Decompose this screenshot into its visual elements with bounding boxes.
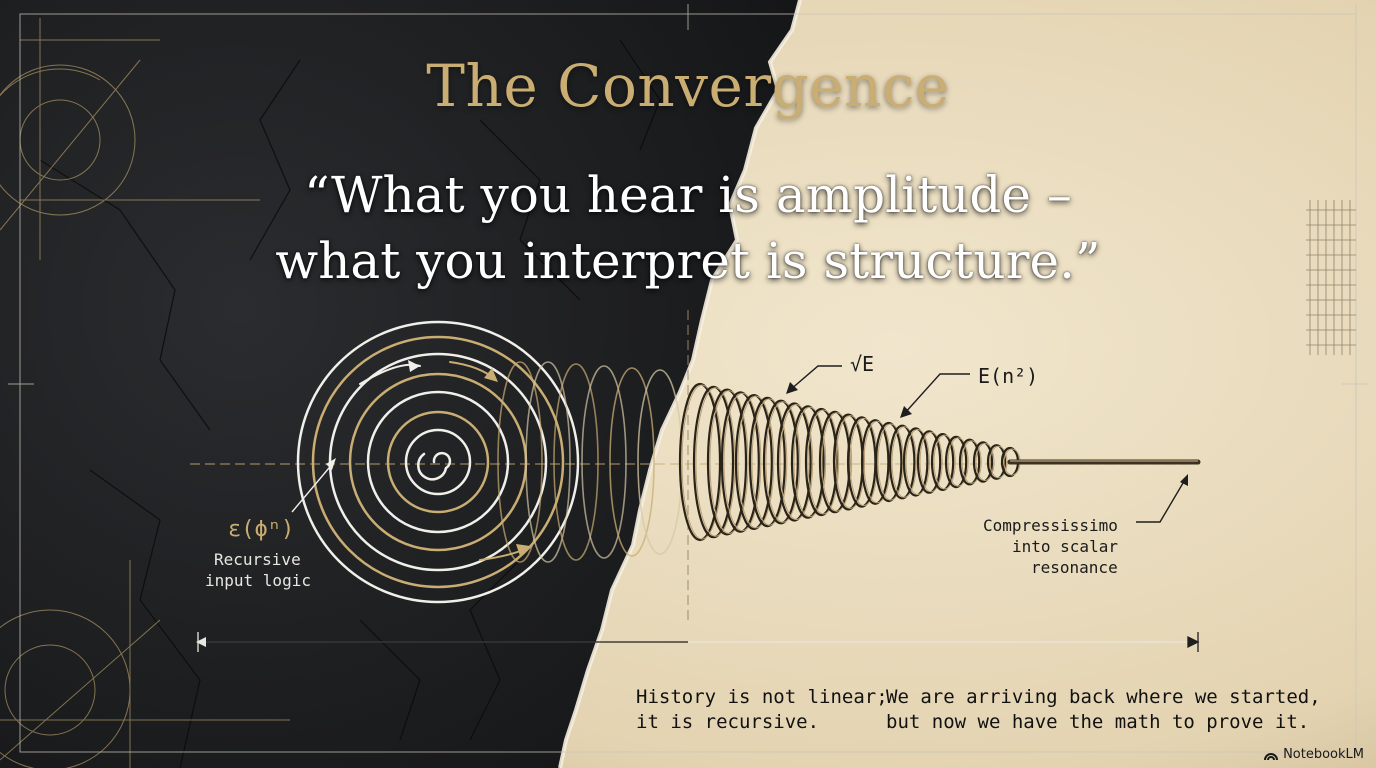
coil-ring-highlight	[975, 442, 995, 482]
coil-ring-highlight	[709, 390, 749, 534]
quote-line-2: what you interpret is structure.”	[275, 232, 1101, 290]
coil-ring-highlight	[989, 445, 1008, 479]
label-recursive-1: Recursive	[214, 550, 301, 569]
coil-ring-highlight	[933, 434, 956, 490]
torn-paper-edge	[558, 0, 802, 768]
coil-ring	[678, 382, 722, 542]
coil-ring	[706, 388, 748, 536]
slate-cracks	[39, 39, 661, 768]
coil-ring	[692, 385, 735, 539]
coil-ring-highlight	[835, 415, 866, 509]
coil-ring	[860, 419, 890, 505]
label-compress-1: Compressissimo	[983, 516, 1118, 535]
coil-ring-highlight	[765, 401, 801, 523]
coil-ring-highlight	[737, 395, 775, 529]
notebooklm-label: NotebookLM	[1283, 747, 1364, 762]
coil-ring-highlight	[905, 429, 930, 495]
coil-ring-highlight	[779, 404, 814, 520]
coil-ring	[916, 430, 942, 494]
coil-ring	[888, 424, 916, 500]
coil-ring	[804, 407, 838, 517]
coil-ring	[748, 396, 786, 528]
coil-ring-highlight	[751, 398, 788, 526]
coil-ring	[874, 421, 903, 503]
coil-ring	[762, 399, 799, 525]
coil-ring-highlight	[891, 426, 917, 498]
coil-ring-highlight	[849, 417, 878, 507]
coil-ring	[986, 444, 1007, 480]
coil-ring	[958, 438, 981, 486]
transition-rings	[497, 361, 683, 563]
coil-ring-highlight	[793, 406, 827, 518]
footer-left-2: it is recursive.	[636, 711, 820, 733]
leader-lines	[786, 365, 1188, 523]
coil-ring	[972, 441, 994, 483]
slide-title: The Convergence	[426, 52, 950, 120]
coil-ring	[902, 427, 929, 497]
label-epsilon-phi: ε(ϕⁿ)	[228, 517, 295, 542]
coil-ring	[776, 402, 812, 522]
coil-ring	[930, 433, 955, 492]
coil-ring-highlight	[961, 440, 982, 484]
label-compress-3: resonance	[1031, 558, 1118, 577]
grid-mesh	[1306, 200, 1356, 355]
label-sqrt-e: √E	[850, 352, 875, 376]
coil-ring	[720, 391, 760, 533]
coil-ring	[790, 405, 825, 519]
coil-ring-highlight	[821, 412, 853, 512]
coil-ring-highlight	[947, 437, 969, 487]
label-recursive-2: input logic	[205, 571, 311, 590]
label-compress-2: into scalar	[1012, 537, 1118, 556]
notebooklm-logo-icon	[1264, 752, 1279, 760]
quote-line-1: “What you hear is amplitude –	[304, 166, 1072, 224]
footer-left-1: History is not linear;	[636, 686, 888, 708]
coil-ring	[944, 435, 968, 489]
footer-right-1: We are arriving back where we started,	[886, 686, 1321, 708]
leader-line-left	[291, 458, 336, 513]
coil-ring-highlight	[919, 431, 943, 493]
frame-lines	[8, 4, 1368, 753]
coil-ring-highlight	[807, 409, 840, 515]
coil-ring-highlight	[723, 392, 762, 532]
dimension-arrow	[196, 632, 1200, 652]
coil-ring	[734, 394, 773, 531]
footer-right-2: but now we have the math to prove it.	[886, 711, 1310, 733]
label-e-n2: E(n²)	[978, 364, 1039, 388]
scalar-coil	[678, 382, 1021, 542]
notebooklm-badge[interactable]: NotebookLM	[1264, 747, 1364, 762]
